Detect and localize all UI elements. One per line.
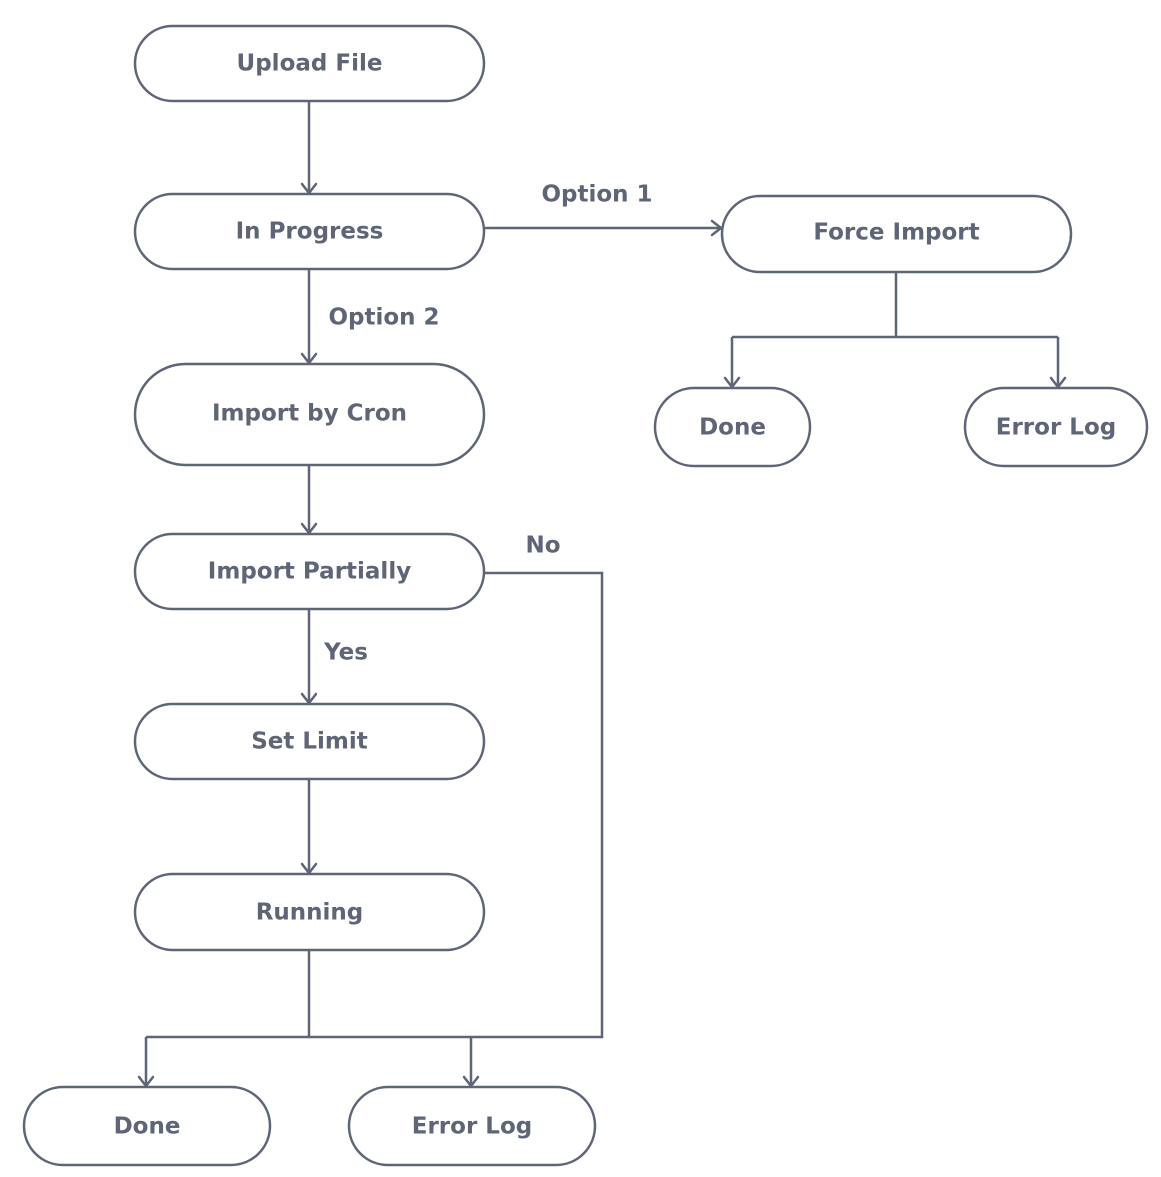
- node-in-progress: In Progress: [133, 192, 486, 271]
- node-in-progress-label: In Progress: [236, 219, 384, 245]
- node-import-partially: Import Partially: [133, 532, 486, 611]
- node-force-done-label: Done: [699, 415, 766, 441]
- node-set-limit-label: Set Limit: [251, 729, 368, 755]
- node-upload-file: Upload File: [133, 24, 486, 103]
- edge-label-no: No: [525, 533, 560, 559]
- node-import-partially-label: Import Partially: [208, 559, 411, 585]
- node-force-import-label: Force Import: [813, 220, 979, 246]
- node-set-limit: Set Limit: [133, 702, 486, 781]
- node-running-label: Running: [256, 900, 364, 926]
- node-force-error-log: Error Log: [963, 386, 1149, 468]
- node-force-error-log-label: Error Log: [996, 415, 1116, 441]
- node-final-error-log-label: Error Log: [412, 1114, 532, 1140]
- node-import-by-cron-label: Import by Cron: [212, 401, 407, 427]
- edge-label-option-2: Option 2: [328, 305, 439, 331]
- node-force-import: Force Import: [720, 194, 1073, 274]
- node-final-error-log: Error Log: [347, 1085, 597, 1167]
- node-final-done: Done: [22, 1085, 272, 1167]
- node-final-done-label: Done: [114, 1114, 181, 1140]
- arrowhead-force-import: [710, 219, 723, 237]
- node-import-by-cron: Import by Cron: [133, 362, 486, 467]
- edge-label-option-1: Option 1: [541, 182, 652, 208]
- node-running: Running: [133, 872, 486, 952]
- edge-label-yes: Yes: [323, 640, 368, 666]
- edge-partially-no-route: [471, 571, 604, 1039]
- node-upload-file-label: Upload File: [237, 51, 383, 77]
- node-force-done: Done: [653, 386, 812, 468]
